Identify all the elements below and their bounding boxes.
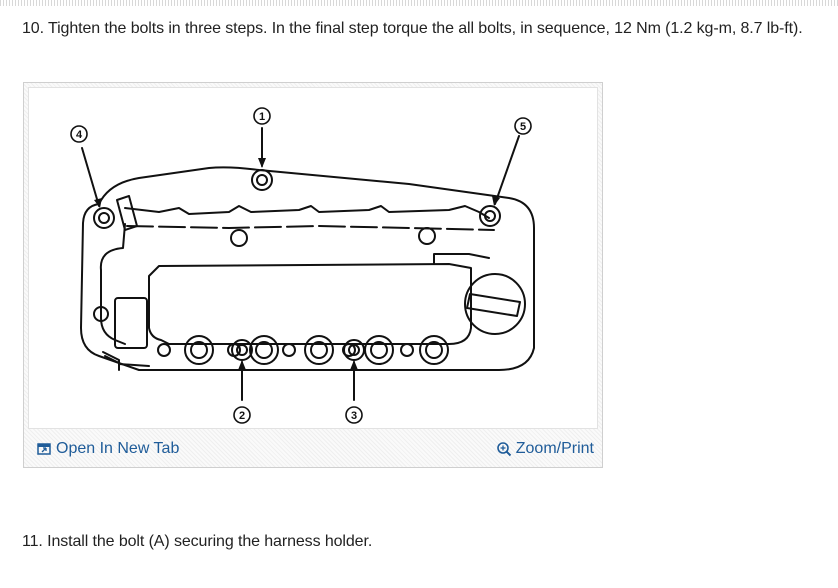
lower-tube (102, 351, 122, 371)
callout-3-label: 3 (351, 410, 357, 422)
small-hole-e (400, 343, 414, 357)
arrow-5 (492, 196, 500, 206)
callout-4-label: 4 (76, 129, 83, 141)
oil-cap-outer (464, 273, 526, 335)
bolt-sequence-drawing: 1 2 3 4 5 (70, 107, 535, 424)
plug-hole-4-inner (370, 341, 388, 359)
bolt-4 (93, 207, 115, 229)
leader-5 (494, 135, 520, 205)
oil-cap-grip (466, 293, 521, 317)
bolt-4-head (98, 212, 110, 224)
new-tab-icon (36, 441, 52, 457)
bolt-3-head (348, 344, 360, 356)
plug-hole-5-inner (425, 341, 443, 359)
callout-5-circle (514, 117, 532, 135)
inner-rail-top (124, 205, 490, 219)
inner-rail-mid (126, 225, 495, 231)
callout-1-circle (253, 107, 271, 125)
plug-hole-1-inner (190, 341, 208, 359)
breather-pipe (116, 195, 138, 231)
arrow-1 (258, 158, 266, 168)
step-10-text: 10. Tighten the bolts in three steps. In… (22, 20, 803, 37)
valve-cover-diagram[interactable]: 1 2 3 4 5 (28, 87, 598, 429)
arrow-3 (350, 360, 358, 370)
top-border (0, 0, 838, 6)
plug-hole-3-inner (310, 341, 328, 359)
callout-2-label: 2 (239, 410, 245, 422)
lower-tab (118, 363, 150, 367)
bolt-5-head (484, 210, 496, 222)
callout-4-circle (70, 125, 88, 143)
boss-left (230, 229, 248, 247)
open-in-new-tab-label: Open In New Tab (56, 440, 180, 457)
arrow-2 (238, 360, 246, 370)
small-hole-a (157, 343, 171, 357)
leader-4 (81, 147, 100, 207)
zoom-print-link[interactable]: Zoom/Print (496, 440, 594, 458)
callout-2-circle (233, 406, 251, 424)
plug-hole-2 (249, 335, 279, 365)
boss-right (418, 227, 436, 245)
cover-outline (80, 166, 535, 371)
plug-hole-2-inner (255, 341, 273, 359)
plug-hole-5 (419, 335, 449, 365)
left-bracket (114, 297, 148, 349)
zoom-print-label: Zoom/Print (515, 440, 594, 457)
inner-panel (148, 263, 472, 345)
plug-hole-3 (304, 335, 334, 365)
plug-hole-1 (184, 335, 214, 365)
callout-3-circle (345, 406, 363, 424)
bolt-2-head (236, 344, 248, 356)
left-bracket-hole (93, 306, 109, 322)
bolt-5 (479, 205, 501, 227)
callout-1-label: 1 (259, 111, 265, 123)
small-hole-c (282, 343, 296, 357)
zoom-in-icon (496, 441, 512, 457)
plug-hole-4 (364, 335, 394, 365)
arrow-4 (94, 198, 102, 208)
open-in-new-tab-link[interactable]: Open In New Tab (36, 440, 179, 458)
figure-panel: 1 2 3 4 5 Open In New Tab Zoom/P (23, 82, 603, 468)
bolt-1-head (256, 174, 268, 186)
inner-step (433, 253, 490, 265)
bolt-1 (251, 169, 273, 191)
callout-5-label: 5 (520, 121, 526, 133)
step-11-text: 11. Install the bolt (A) securing the ha… (22, 533, 373, 550)
left-channel (99, 223, 126, 345)
